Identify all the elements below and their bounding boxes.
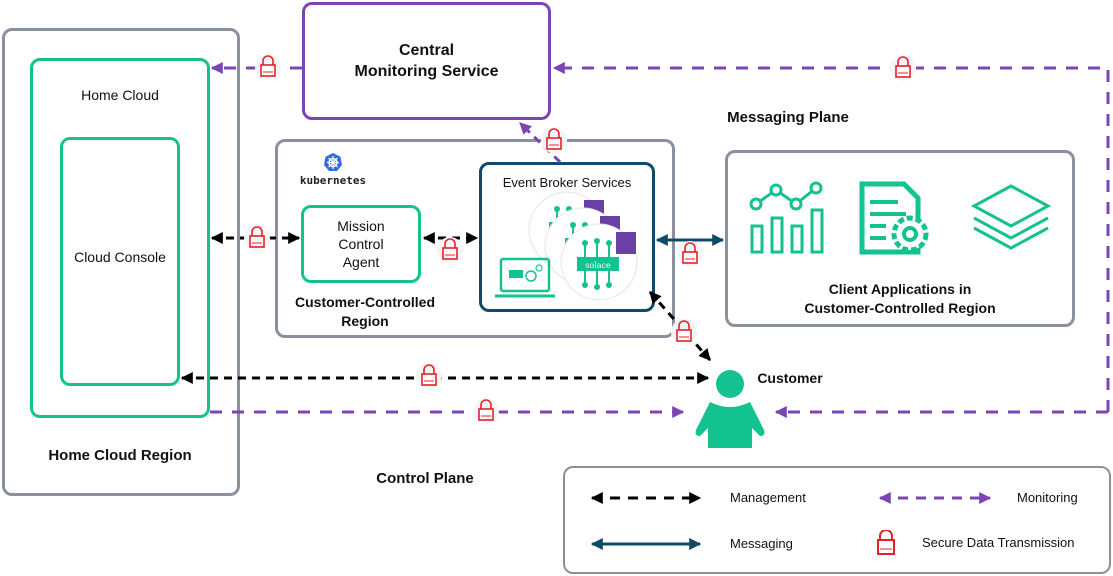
lock-icon — [244, 225, 270, 251]
customer-label: Customer — [757, 370, 823, 386]
event-broker-icons: solace — [495, 191, 638, 301]
lock-icons — [244, 54, 916, 424]
legend-secure-label: Secure Data Transmission — [922, 535, 1075, 550]
lock-icon — [255, 54, 281, 80]
central-monitoring-box[interactable] — [302, 2, 551, 120]
legend-messaging-label: Messaging — [730, 536, 793, 551]
solace-broker-node-icon: solace — [560, 223, 638, 301]
messaging-plane-label: Messaging Plane — [727, 109, 849, 126]
event-broker-services-box[interactable] — [479, 162, 655, 312]
mission-control-line1: Mission — [337, 218, 385, 234]
monitoring-arrow-right-loop — [552, 62, 1110, 412]
client-apps-line2: Customer-Controlled Region — [804, 300, 996, 316]
kubernetes-label: kubernetes — [299, 174, 367, 187]
lock-icon — [671, 319, 697, 345]
mission-control-line2: Control — [338, 236, 384, 252]
legend-management-label: Management — [730, 490, 806, 505]
laptop-gear-icon — [495, 257, 555, 298]
solace-label: solace — [585, 261, 611, 270]
home-cloud-region — [2, 28, 240, 496]
legend-monitoring-label: Monitoring — [1017, 490, 1078, 505]
lock-icon — [677, 241, 703, 267]
lock-icon — [416, 363, 442, 389]
central-monitoring-line1: Central — [398, 42, 455, 59]
central-monitoring-line2: Monitoring Service — [354, 63, 499, 80]
document-settings-icon — [859, 181, 929, 255]
control-plane-label: Control Plane — [376, 470, 474, 487]
legend-box — [563, 466, 1111, 574]
client-apps-line1: Client Applications in — [828, 281, 972, 297]
lock-icon — [541, 127, 567, 153]
customer-region-line1: Customer-Controlled — [295, 294, 435, 310]
customer-person-icon[interactable] — [690, 368, 770, 450]
cloud-console-label: Cloud Console — [74, 249, 166, 265]
customer-region-line2: Region — [341, 313, 389, 329]
lock-icon — [473, 398, 499, 424]
monitoring-arrow-broker-to-central — [518, 121, 562, 164]
home-cloud-box — [30, 58, 210, 418]
cloud-console-box[interactable] — [60, 137, 180, 386]
layers-icon — [970, 184, 1052, 250]
analytics-chart-icon — [749, 181, 824, 254]
kubernetes-logo: kubernetes — [298, 152, 368, 187]
home-cloud-label: Home Cloud — [81, 87, 159, 103]
event-broker-label: Event Broker Services — [502, 175, 632, 190]
lock-icon — [890, 55, 916, 81]
kubernetes-icon — [324, 153, 342, 171]
legend-lock-icon — [877, 530, 895, 555]
mission-control-line3: Agent — [342, 254, 380, 270]
lock-icon — [437, 237, 463, 263]
mission-control-agent-box[interactable] — [301, 205, 421, 283]
client-applications-region — [725, 150, 1075, 327]
home-cloud-region-label: Home Cloud Region — [48, 447, 192, 464]
